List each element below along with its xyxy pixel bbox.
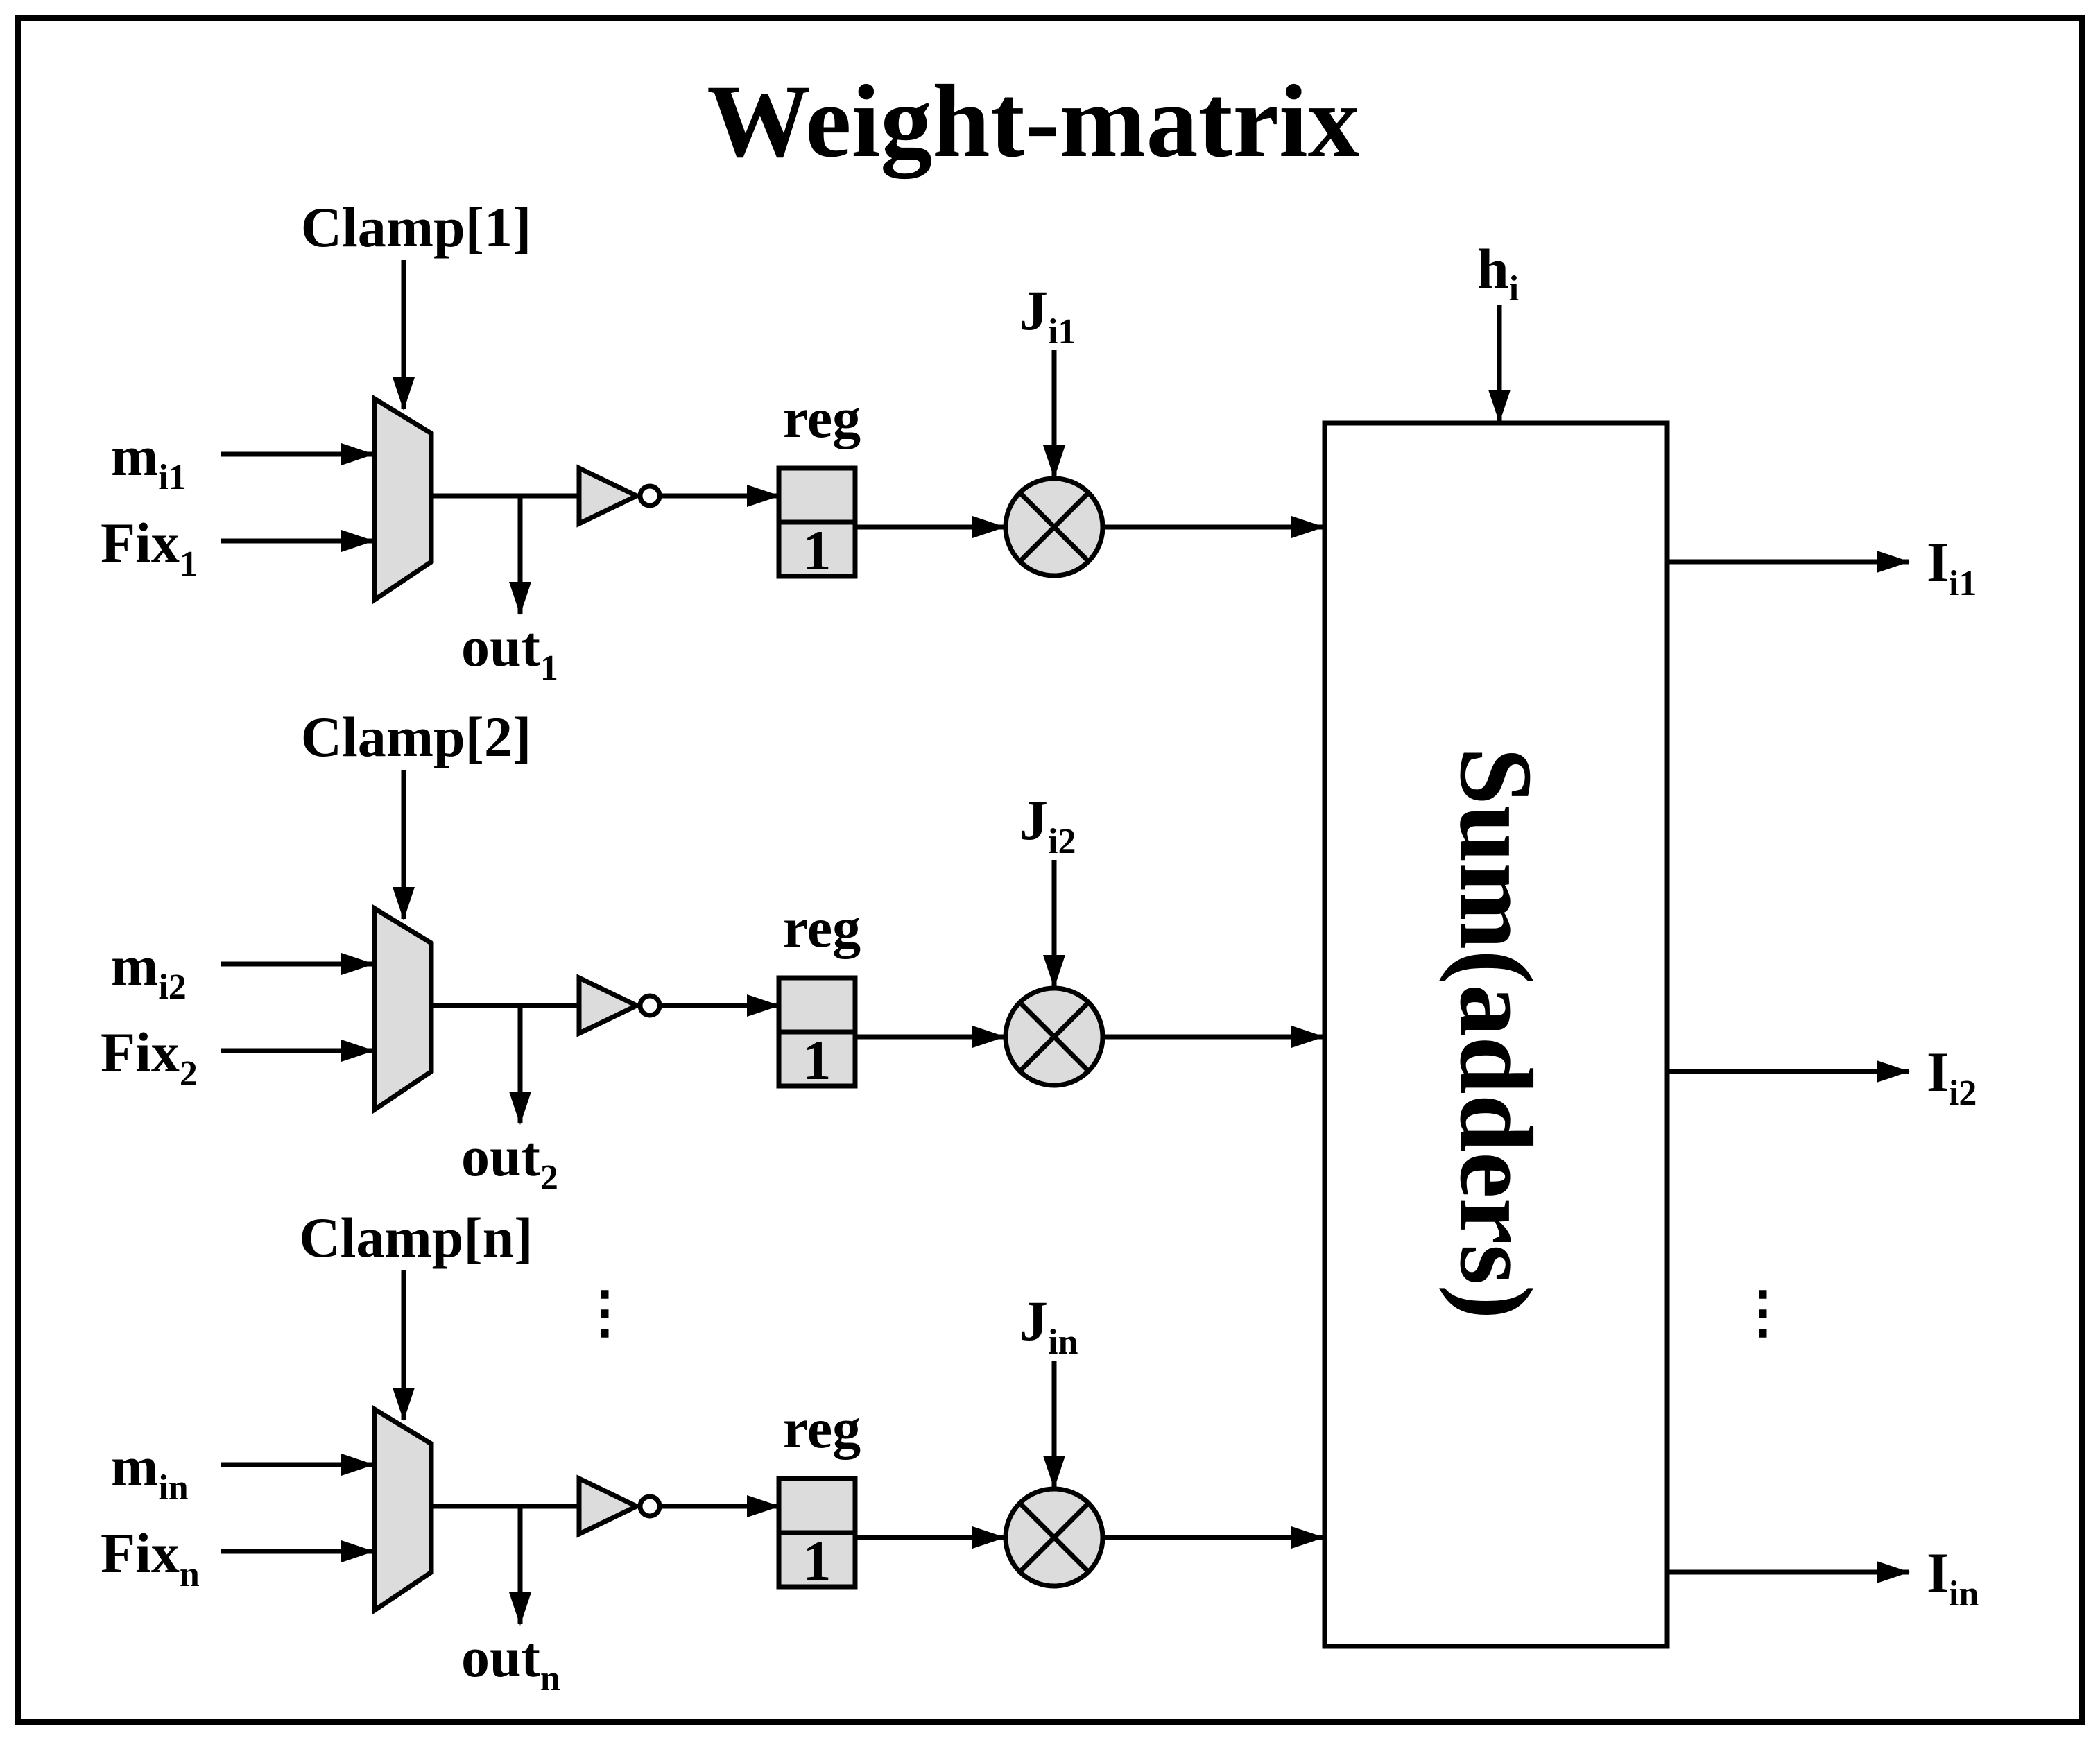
m-input-label: mi2: [111, 934, 187, 1007]
output-ellipsis: ⋮: [1735, 1281, 1791, 1344]
register-bottom: [776, 1029, 858, 1089]
inverter-bubble: [637, 993, 662, 1018]
inverter: [576, 464, 643, 528]
multiplier-cross-b: [1018, 1501, 1090, 1574]
clamp-label: Clamp[n]: [299, 1206, 533, 1269]
sum-adders-box: [1322, 420, 1670, 1649]
multiplier-cross-b: [1018, 1001, 1090, 1073]
bias-input-label: hi: [1477, 237, 1519, 309]
output-label: Ii1: [1927, 531, 1977, 603]
weight-label: Jin: [1019, 1289, 1078, 1362]
output-label: Iin: [1927, 1541, 1979, 1614]
out-label: out2: [461, 1125, 558, 1198]
weight-label: Ji1: [1019, 279, 1076, 352]
mux: [372, 1404, 434, 1615]
inverter-bubble: [637, 1494, 662, 1519]
register-value: 1: [803, 519, 832, 582]
register-top: [776, 1476, 858, 1535]
diagram-title: Weight-matrix: [707, 64, 1359, 179]
register-top: [776, 975, 858, 1035]
inverter-bubble: [637, 483, 662, 508]
out-label: outn: [461, 1626, 560, 1698]
reg-label: reg: [783, 386, 861, 449]
inverter: [576, 974, 643, 1037]
fix-input-label: Fix2: [101, 1021, 198, 1094]
reg-label: reg: [783, 1397, 861, 1460]
weight-label: Ji2: [1019, 789, 1076, 861]
register-top: [776, 465, 858, 525]
mux: [372, 904, 434, 1114]
out-label: out1: [461, 615, 558, 688]
fix-input-label: Fix1: [101, 511, 198, 584]
fix-input-label: Fixn: [101, 1522, 200, 1594]
sum-adders-block: Sum(adders) hi: [1322, 237, 1670, 1649]
register-value: 1: [803, 1028, 832, 1092]
register-bottom: [776, 519, 858, 579]
row-ellipsis-middle: ⋮: [576, 1281, 633, 1344]
reg-label: reg: [783, 896, 861, 959]
sum-adders-label: Sum(adders): [1438, 747, 1554, 1319]
output-label: Ii2: [1927, 1040, 1977, 1113]
multiplier-cross-b: [1018, 491, 1090, 563]
m-input-label: mi1: [111, 424, 187, 497]
register-bottom: [776, 1530, 858, 1590]
clamp-label: Clamp[2]: [301, 705, 532, 768]
m-input-label: min: [111, 1435, 189, 1508]
mux: [372, 394, 434, 605]
clamp-label: Clamp[1]: [301, 196, 532, 259]
outer-frame: [15, 15, 2085, 1725]
inverter: [576, 1474, 643, 1538]
register-value: 1: [803, 1529, 832, 1592]
